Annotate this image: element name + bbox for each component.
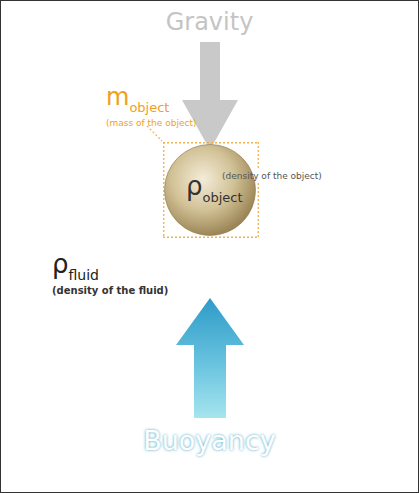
text-group: ρfluid (density of the fluid) [52, 250, 168, 298]
density-symbol: ρ [186, 171, 203, 201]
text-row: mobject [106, 84, 196, 112]
object-ball: ρobject(density of the object) [164, 144, 256, 236]
force-label: Gravity [0, 8, 419, 36]
subscript: object [203, 190, 243, 205]
gravity-arrow [182, 42, 238, 150]
density-symbol: ρ [52, 249, 69, 279]
text-group: (density of the object) [222, 165, 322, 183]
text-row: ρfluid [52, 250, 168, 280]
text-row: (density of the object) [222, 165, 322, 183]
dotted-outline [163, 142, 259, 143]
text-group: mobject (mass of the object) [106, 84, 196, 130]
subscript: object [129, 100, 169, 115]
buoyancy-arrow [176, 298, 244, 418]
mass-box: ρobject(density of the object)mobject(ma… [163, 142, 259, 238]
ball-body [165, 145, 256, 236]
annotation: (density of the object) [222, 171, 322, 181]
dotted-outline [258, 142, 259, 169]
dotted-outline [258, 183, 259, 238]
fluid-body [0, 230, 419, 493]
fluid-surface [0, 230, 419, 250]
mass-symbol: m [106, 83, 129, 111]
annotation: (mass of the object) [106, 118, 196, 128]
dotted-outline [163, 237, 259, 238]
annotation: (density of the fluid) [52, 285, 168, 296]
subscript: fluid [69, 267, 99, 283]
leader-line [147, 126, 162, 141]
force-label: Buoyancy [0, 425, 419, 456]
